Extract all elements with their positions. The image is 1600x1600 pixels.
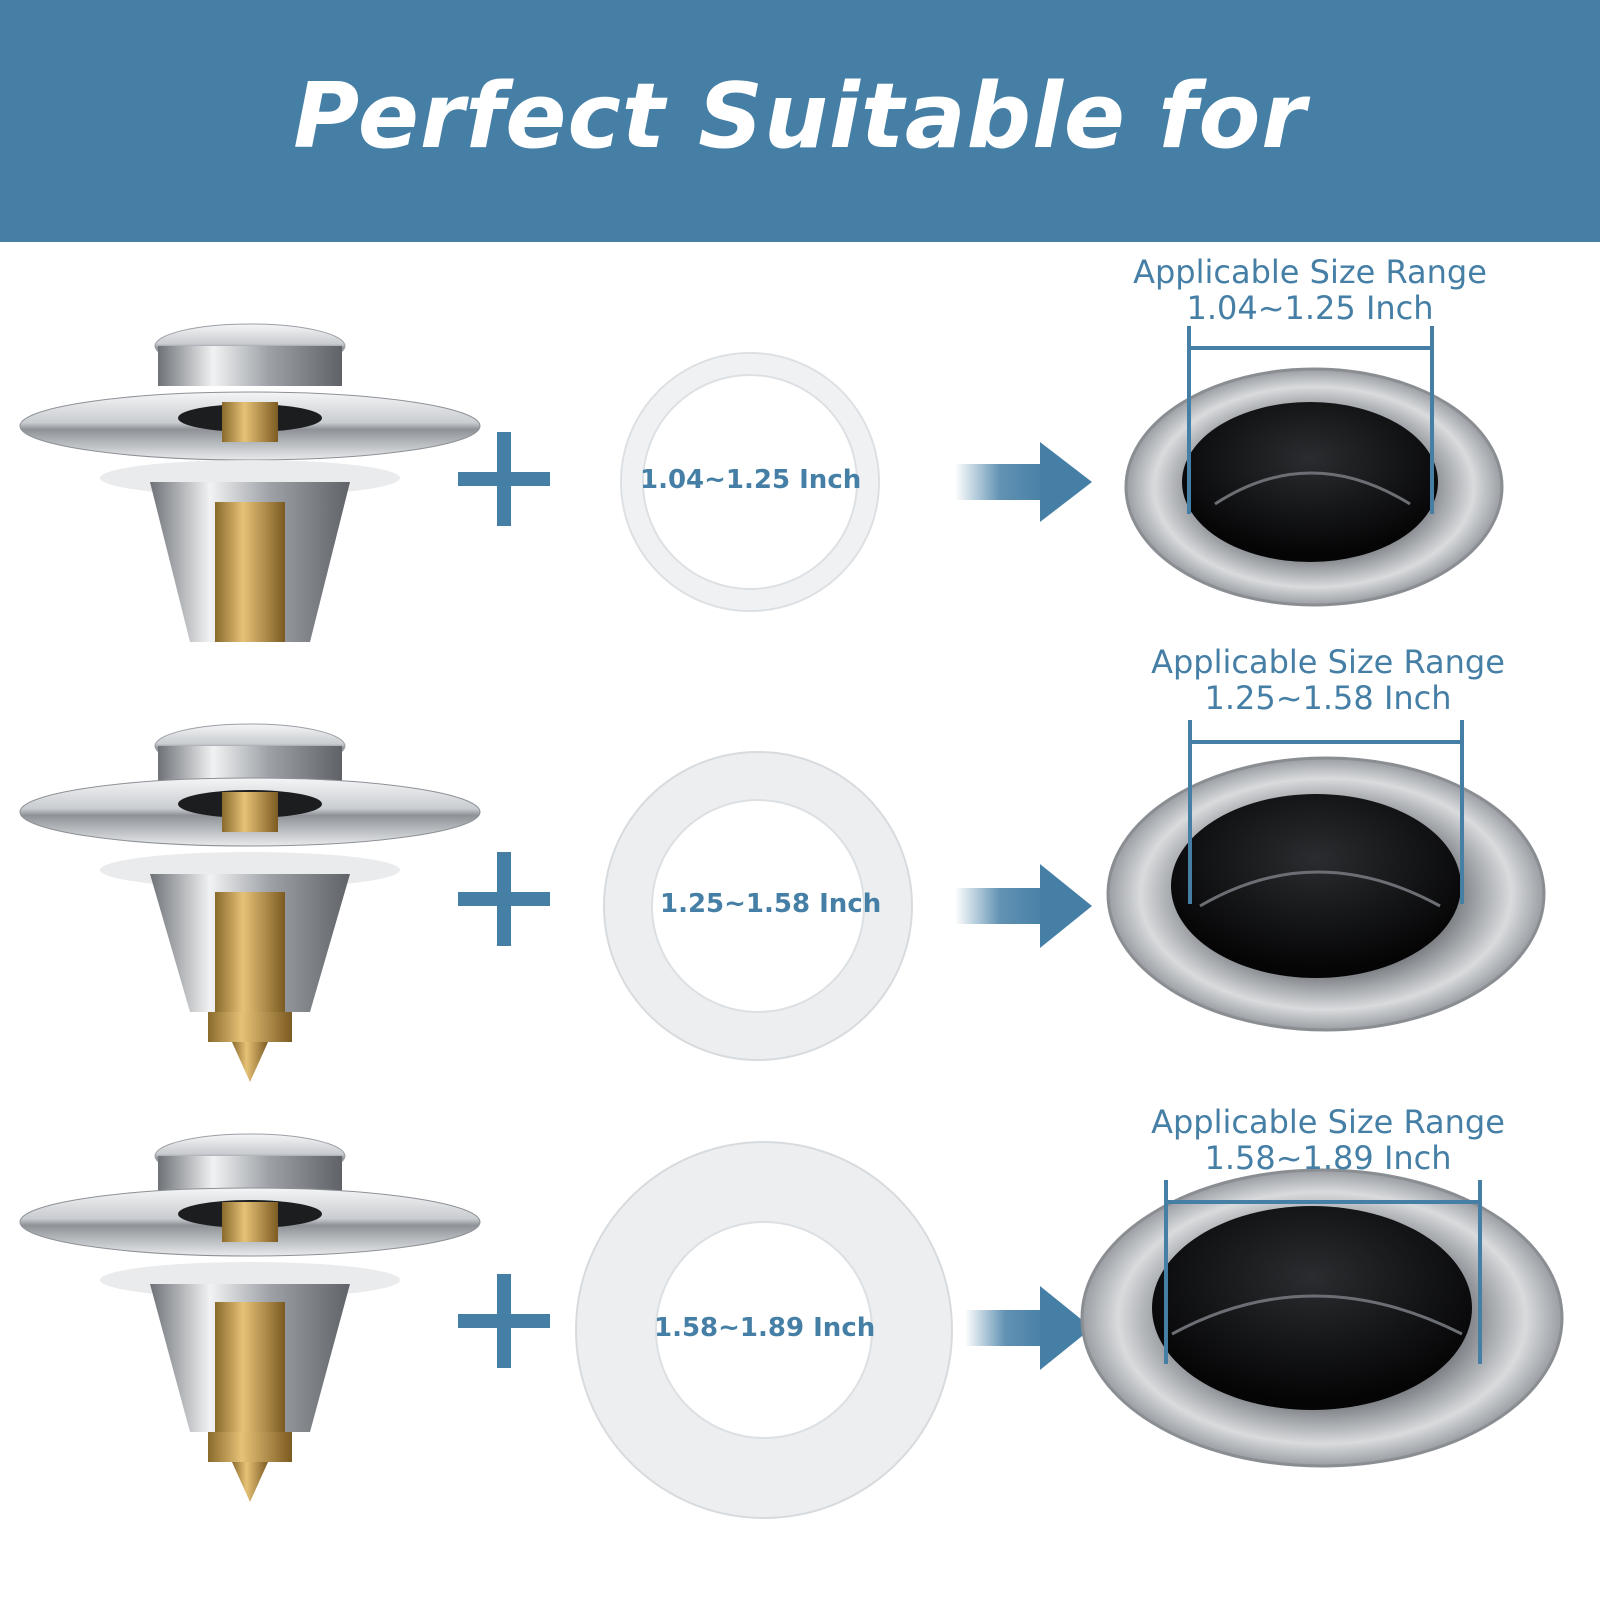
right-arrow-icon	[965, 1286, 1092, 1370]
sink-drain-hole-image	[1124, 367, 1504, 607]
silicone-washer-image	[575, 1141, 953, 1519]
range-value: 1.58~1.89 Inch	[1204, 1139, 1452, 1177]
row-2-graphics	[19, 720, 1546, 1082]
drain-plug-image	[19, 323, 481, 642]
size-row-1: 1.04~1.25 Inch Applicable Size Range 1.0…	[0, 242, 1600, 642]
row-1-graphics	[19, 323, 1504, 642]
range-title: Applicable Size Range	[1151, 643, 1505, 681]
range-value: 1.25~1.58 Inch	[1204, 679, 1452, 717]
sink-drain-hole-image	[1106, 756, 1546, 1032]
header-banner: Perfect Suitable for	[0, 0, 1600, 242]
plus-icon	[458, 1274, 550, 1368]
washer-size-label: 1.25~1.58 Inch	[660, 889, 882, 919]
drain-plug-image	[19, 1133, 481, 1502]
range-title: Applicable Size Range	[1151, 1103, 1505, 1141]
right-arrow-icon	[955, 864, 1092, 948]
plus-icon	[458, 852, 550, 946]
sink-drain-hole-image	[1080, 1168, 1564, 1468]
washer-size-label: 1.58~1.89 Inch	[654, 1313, 876, 1343]
size-row-2: 1.25~1.58 Inch Applicable Size Range 1.2…	[0, 642, 1600, 1082]
washer-size-label: 1.04~1.25 Inch	[640, 465, 862, 495]
applicable-size-range: Applicable Size Range 1.04~1.25 Inch	[1070, 254, 1550, 326]
range-value: 1.04~1.25 Inch	[1186, 289, 1434, 327]
applicable-size-range: Applicable Size Range 1.25~1.58 Inch	[1088, 644, 1568, 716]
silicone-washer-image	[620, 352, 880, 612]
applicable-size-range: Applicable Size Range 1.58~1.89 Inch	[1088, 1104, 1568, 1176]
measurement-bracket	[1187, 326, 1434, 514]
silicone-washer-image	[603, 751, 913, 1061]
plus-icon	[458, 432, 550, 526]
range-title: Applicable Size Range	[1133, 253, 1487, 291]
measurement-bracket	[1164, 1180, 1482, 1364]
size-row-3: 1.58~1.89 Inch Applicable Size Range 1.5…	[0, 1082, 1600, 1600]
row-3-graphics	[19, 1133, 1564, 1519]
page-title: Perfect Suitable for	[293, 63, 1307, 169]
measurement-bracket	[1188, 720, 1464, 904]
drain-plug-image	[19, 723, 481, 1082]
right-arrow-icon	[955, 442, 1092, 522]
